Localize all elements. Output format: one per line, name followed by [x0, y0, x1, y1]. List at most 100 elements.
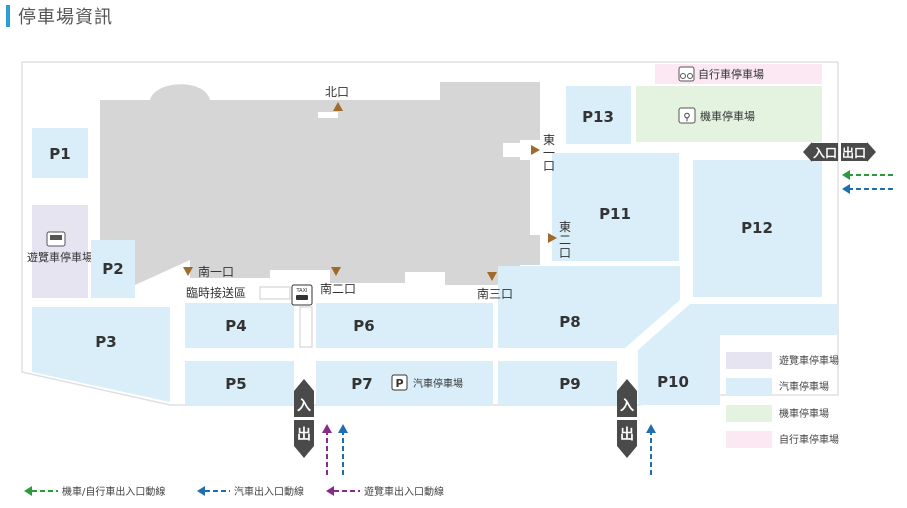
lot-p1-label: P1: [49, 145, 70, 163]
east-entry-arrow-icon: [803, 142, 812, 162]
south-gate1-entry-label: 入: [297, 398, 311, 414]
south-gate2-entry-sign[interactable]: [617, 391, 637, 417]
east-exit-arrow-icon: [867, 142, 876, 162]
south-gate1-exit-arrow-icon: [294, 446, 314, 458]
lot-p6[interactable]: [316, 303, 493, 348]
lot-p5[interactable]: [185, 361, 294, 405]
lot-p9[interactable]: [498, 361, 617, 405]
lot-p8[interactable]: [498, 266, 680, 348]
south2-car-route-arrowhead: [646, 424, 656, 433]
lot-p13[interactable]: [566, 86, 631, 144]
bicycle-lot[interactable]: [655, 64, 822, 84]
east1-label-b: 一: [543, 146, 555, 160]
bus-icon-window: [50, 235, 62, 240]
north-entrance-marker: [333, 102, 343, 111]
motorcycle-lot-label: 機車停車場: [700, 109, 755, 123]
legend-label-motorcycle: 機車停車場: [779, 407, 829, 420]
lot-p11-label: P11: [599, 205, 631, 223]
page-title: 停車場資訊: [6, 3, 113, 29]
route-legend-moto-label: 機車/自行車出入口動線: [62, 485, 165, 498]
car-parking-icon-letter: P: [395, 377, 403, 390]
motorcycle-lot[interactable]: [636, 86, 822, 142]
east2-label-a: 東: [559, 220, 571, 234]
north-entrance-label: 北口: [325, 85, 349, 99]
legend-swatch-tour-bus: [726, 352, 772, 369]
south-gate1-exit-sign[interactable]: [294, 420, 314, 446]
south-gate2-exit-sign[interactable]: [617, 420, 637, 446]
south-gate1-exit-label: 出: [297, 426, 311, 443]
east-exit-sign[interactable]: [841, 143, 867, 161]
south-bus-route-arrowhead: [322, 424, 332, 433]
lot-p12[interactable]: [693, 160, 822, 297]
taxi-icon-car: [296, 295, 308, 300]
legend-label-tour-bus: 遊覽車停車場: [779, 354, 839, 367]
route-legend-bus-label: 遊覽車出入口動線: [364, 485, 444, 498]
lot-p1[interactable]: [32, 128, 88, 178]
east1-label-a: 東: [543, 133, 555, 147]
tour-bus-lot[interactable]: [32, 205, 88, 298]
taxi-icon-text: TAXI: [296, 288, 308, 294]
east1-entrance-marker: [531, 145, 540, 155]
south-gate2-exit-arrow-icon: [617, 446, 637, 458]
lot-p6-label: P6: [353, 317, 374, 335]
east-car-route-arrowhead: [842, 184, 850, 194]
east2-label-b: 二: [559, 233, 571, 247]
legend-label-car: 汽車停車場: [779, 380, 829, 393]
east-entry-sign[interactable]: [812, 143, 838, 161]
lot-p9-label: P9: [559, 375, 580, 393]
south1-car-route-arrowhead: [338, 424, 348, 433]
lot-p10[interactable]: [638, 304, 838, 405]
south-gate1-entry-arrow-icon: [294, 379, 314, 391]
bicycle-icon: [678, 66, 695, 82]
route-legend-bus-arrowhead: [326, 486, 334, 496]
lot-p3[interactable]: [32, 307, 170, 402]
south-gate2-entry-label: 入: [620, 398, 634, 414]
south1-entrance-label: 南一口: [198, 264, 234, 279]
east-moto-route-arrowhead: [842, 170, 850, 180]
south3-entrance-label: 南三口: [477, 286, 513, 301]
bicycle-icon-wheel-left: [680, 73, 686, 79]
legend-swatch-bicycle: [726, 431, 772, 448]
legend-swatch-car: [726, 378, 772, 395]
pickup-zone-label: 臨時接送區: [186, 285, 246, 300]
car-parking-label: 汽車停車場: [413, 377, 463, 390]
south1-entrance-marker: [183, 267, 193, 276]
east1-entrance-gap: [503, 143, 533, 157]
pickup-zone-area: [259, 286, 291, 300]
lot-p4-label: P4: [225, 317, 246, 335]
page-title-text: 停車場資訊: [18, 7, 113, 28]
motorcycle-icon: [678, 107, 696, 124]
south-gate1-entry-sign[interactable]: [294, 391, 314, 417]
south3-entrance-marker: [487, 272, 497, 281]
lot-p3-label: P3: [95, 333, 116, 351]
lot-p4[interactable]: [185, 303, 294, 348]
east2-entrance-marker: [548, 233, 557, 243]
route-legend-moto-arrowhead: [24, 486, 32, 496]
lot-p11[interactable]: [552, 153, 679, 261]
lot-p10-label: P10: [657, 373, 689, 391]
lot-p12-label: P12: [741, 219, 773, 237]
lot-p8-label: P8: [559, 313, 580, 331]
lot-p5-label: P5: [225, 375, 246, 393]
legend-label-bicycle: 自行車停車場: [779, 433, 839, 446]
lot-p2[interactable]: [91, 240, 135, 298]
bicycle-lot-label: 自行車停車場: [698, 67, 764, 81]
bicycle-icon-wheel-right: [687, 73, 693, 79]
pickup-lane: [299, 306, 313, 348]
title-accent: [6, 5, 10, 27]
east-exit-label: 出口: [842, 145, 866, 160]
south2-entrance-label: 南二口: [320, 281, 356, 296]
tour-bus-lot-label: 遊覽車停車場: [27, 250, 93, 264]
south2-entrance-marker: [331, 267, 341, 276]
route-legend-car-arrowhead: [197, 486, 205, 496]
north-entrance-gap: [318, 112, 338, 118]
east-entry-label: 入口: [813, 146, 837, 160]
east1-label-c: 口: [543, 159, 555, 173]
lot-p13-label: P13: [582, 108, 614, 126]
motorcycle-icon-glyph: ⚲: [683, 112, 690, 123]
lot-p2-label: P2: [102, 260, 123, 278]
route-legend-car-label: 汽車出入口動線: [234, 485, 304, 498]
lot-p7-label: P7: [351, 375, 372, 393]
car-parking-icon: [391, 374, 408, 391]
